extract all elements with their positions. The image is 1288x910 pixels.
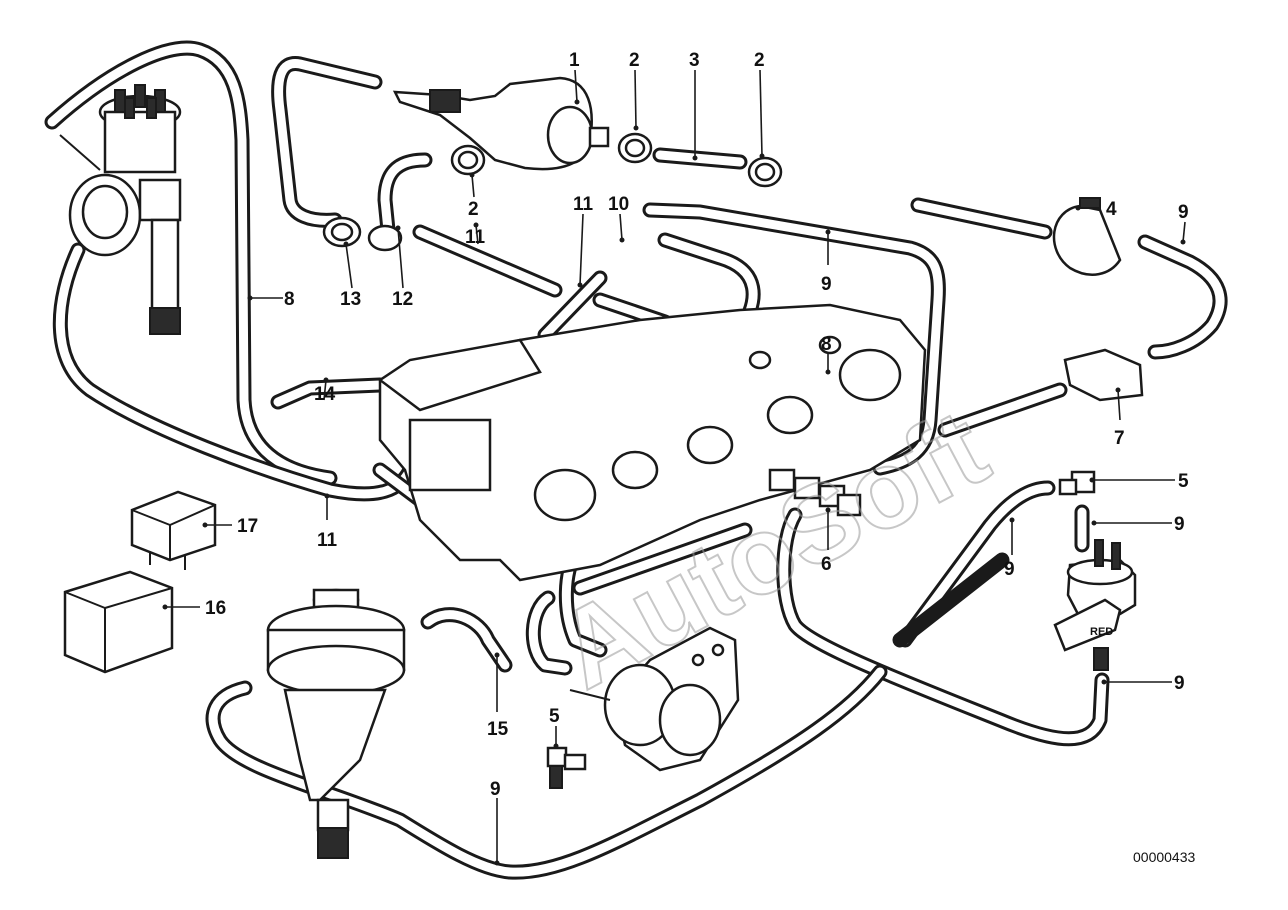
callout-17: 17 bbox=[237, 516, 258, 537]
hose-holder-7 bbox=[1063, 348, 1144, 402]
vacuum-unit-1 bbox=[392, 76, 610, 171]
callout-3: 3 bbox=[689, 50, 700, 71]
callout-7: 7 bbox=[1114, 428, 1125, 449]
callout-8: 8 bbox=[821, 334, 832, 355]
callout-9: 9 bbox=[1174, 673, 1185, 694]
relay-17 bbox=[130, 490, 217, 570]
callout-9: 9 bbox=[490, 779, 501, 800]
callout-6: 6 bbox=[821, 554, 832, 575]
callout-1: 1 bbox=[569, 50, 580, 71]
callout-14: 14 bbox=[314, 384, 336, 405]
callout-2: 2 bbox=[468, 199, 479, 220]
elbow-fitting-5-lower bbox=[546, 746, 587, 789]
callout-13: 13 bbox=[340, 289, 361, 310]
distributor bbox=[59, 84, 182, 335]
hose-clamps bbox=[322, 132, 783, 252]
callout-9: 9 bbox=[821, 274, 832, 295]
callout-11: 11 bbox=[317, 530, 338, 551]
callout-5: 5 bbox=[1178, 471, 1189, 492]
callout-9: 9 bbox=[1178, 202, 1189, 223]
elbow-fitting-5-upper bbox=[1058, 470, 1096, 496]
control-valve: RED bbox=[1053, 539, 1137, 671]
callouts: 1 2 3 2 2 4 9 11 10 11 9 8 13 12 8 7 14 bbox=[162, 50, 1189, 866]
document-number: 00000433 bbox=[1133, 849, 1196, 865]
vacuum-diaphragm bbox=[569, 626, 740, 772]
callout-11: 11 bbox=[465, 227, 486, 248]
callout-15: 15 bbox=[487, 719, 509, 740]
callout-11: 11 bbox=[573, 194, 594, 215]
intake-manifold bbox=[377, 303, 927, 582]
callout-12: 12 bbox=[392, 289, 413, 310]
hose-bracket-4 bbox=[1052, 197, 1122, 276]
vacuum-regulator bbox=[266, 588, 406, 859]
callout-9: 9 bbox=[1174, 514, 1185, 535]
valve-marking: RED bbox=[1090, 626, 1113, 638]
callout-2: 2 bbox=[629, 50, 640, 71]
callout-16: 16 bbox=[205, 598, 226, 619]
callout-10: 10 bbox=[608, 194, 629, 215]
callout-5: 5 bbox=[549, 706, 560, 727]
relay-16 bbox=[63, 570, 174, 674]
hose-connectors-6 bbox=[768, 468, 862, 517]
callout-4: 4 bbox=[1106, 199, 1117, 220]
callout-9: 9 bbox=[1004, 559, 1015, 580]
callout-8: 8 bbox=[284, 289, 295, 310]
callout-2: 2 bbox=[754, 50, 765, 71]
